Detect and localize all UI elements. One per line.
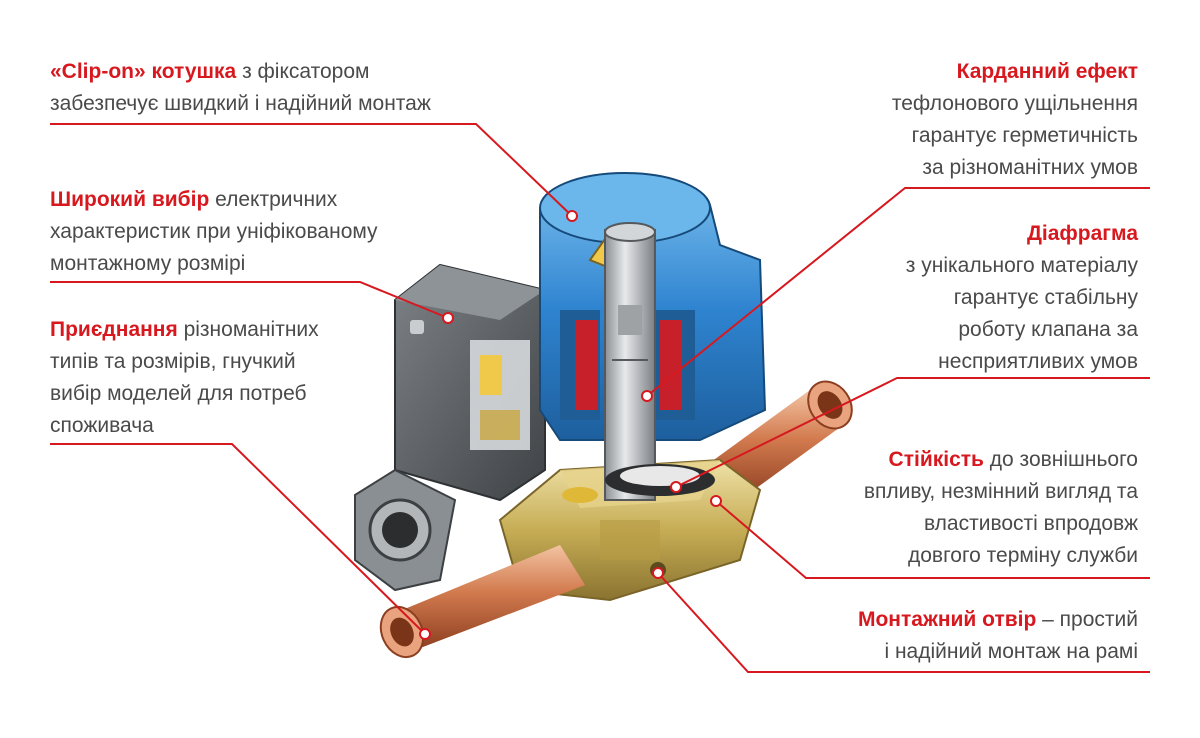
callout-text: довгого терміну служби [908, 544, 1138, 567]
callout-title: Стійкість [888, 448, 984, 471]
cable-gland [354, 468, 457, 592]
callout-text: і надійний монтаж на рамі [884, 640, 1138, 663]
callout-text: властивості впродовж [924, 512, 1138, 535]
callout-text: типів та розмірів, гнучкий [50, 350, 296, 373]
callout-durability: Стійкість до зовнішнього впливу, незмінн… [864, 444, 1138, 572]
terminal-box-housing [394, 263, 546, 502]
callout-title: Карданний ефект [956, 60, 1138, 83]
leader-cardan [646, 187, 1150, 397]
callout-text: електричних [209, 188, 338, 211]
callout-cardan: Карданний ефект тефлонового ущільнення г… [892, 56, 1138, 184]
leader-clip-on [50, 123, 573, 217]
callout-diaphragm: Діафрагма з унікального матеріалу гарант… [906, 218, 1138, 378]
callout-title: Монтажний отвір [857, 608, 1037, 631]
callout-text: несприятливих умов [938, 350, 1138, 373]
screw-icon [410, 320, 424, 334]
leader-durability [715, 500, 1150, 579]
callout-text: різноманітних [177, 318, 319, 341]
callout-text: до зовнішнього [983, 448, 1138, 471]
leader-mounting-hole [657, 572, 1150, 673]
callout-text: гарантує герметичність [911, 124, 1138, 147]
callout-text: характеристик при уніфікованому [50, 220, 378, 243]
callout-text: споживача [50, 414, 154, 437]
callout-wide-choice: Широкий вибір електричних характеристик … [50, 184, 378, 280]
leader-diaphragm [675, 377, 1150, 488]
callout-text: з унікального матеріалу [905, 254, 1138, 277]
callout-text: монтажному розмірі [50, 252, 246, 275]
callout-text: тефлонового ущільнення [891, 92, 1138, 115]
callout-text: – простий [1036, 608, 1138, 631]
coil-winding-right [660, 320, 682, 410]
callout-text: впливу, незмінний вигляд та [863, 480, 1138, 503]
callout-connection: Приєднання різноманітних типів та розмір… [50, 314, 319, 442]
coil-winding-left [575, 320, 597, 410]
callout-title: Широкий вибір [50, 188, 210, 211]
callout-title: «Clip-on» котушка [50, 60, 237, 83]
armature-tube [604, 222, 656, 501]
leader-connection [50, 443, 426, 635]
callout-title: Діафрагма [1026, 222, 1138, 245]
leader-lines [50, 123, 1150, 673]
callout-text: роботу клапана за [958, 318, 1138, 341]
leader-wide-choice [50, 281, 449, 319]
leader-dots [419, 210, 722, 640]
callout-text: вибір моделей для потреб [50, 382, 307, 405]
callout-text: з фіксатором [236, 60, 370, 83]
callout-text: за різноманітних умов [922, 156, 1138, 179]
diaphragm [562, 464, 715, 503]
callout-title: Приєднання [50, 318, 178, 341]
callout-mounting-hole: Монтажний отвір – простий і надійний мон… [858, 604, 1138, 668]
callout-clip-on: «Clip-on» котушка з фіксатором забезпечу… [50, 56, 431, 120]
callout-text: забезпечує швидкий і надійний монтаж [50, 92, 431, 115]
callout-text: гарантує стабільну [953, 286, 1138, 309]
copper-pipe-left [379, 545, 585, 659]
